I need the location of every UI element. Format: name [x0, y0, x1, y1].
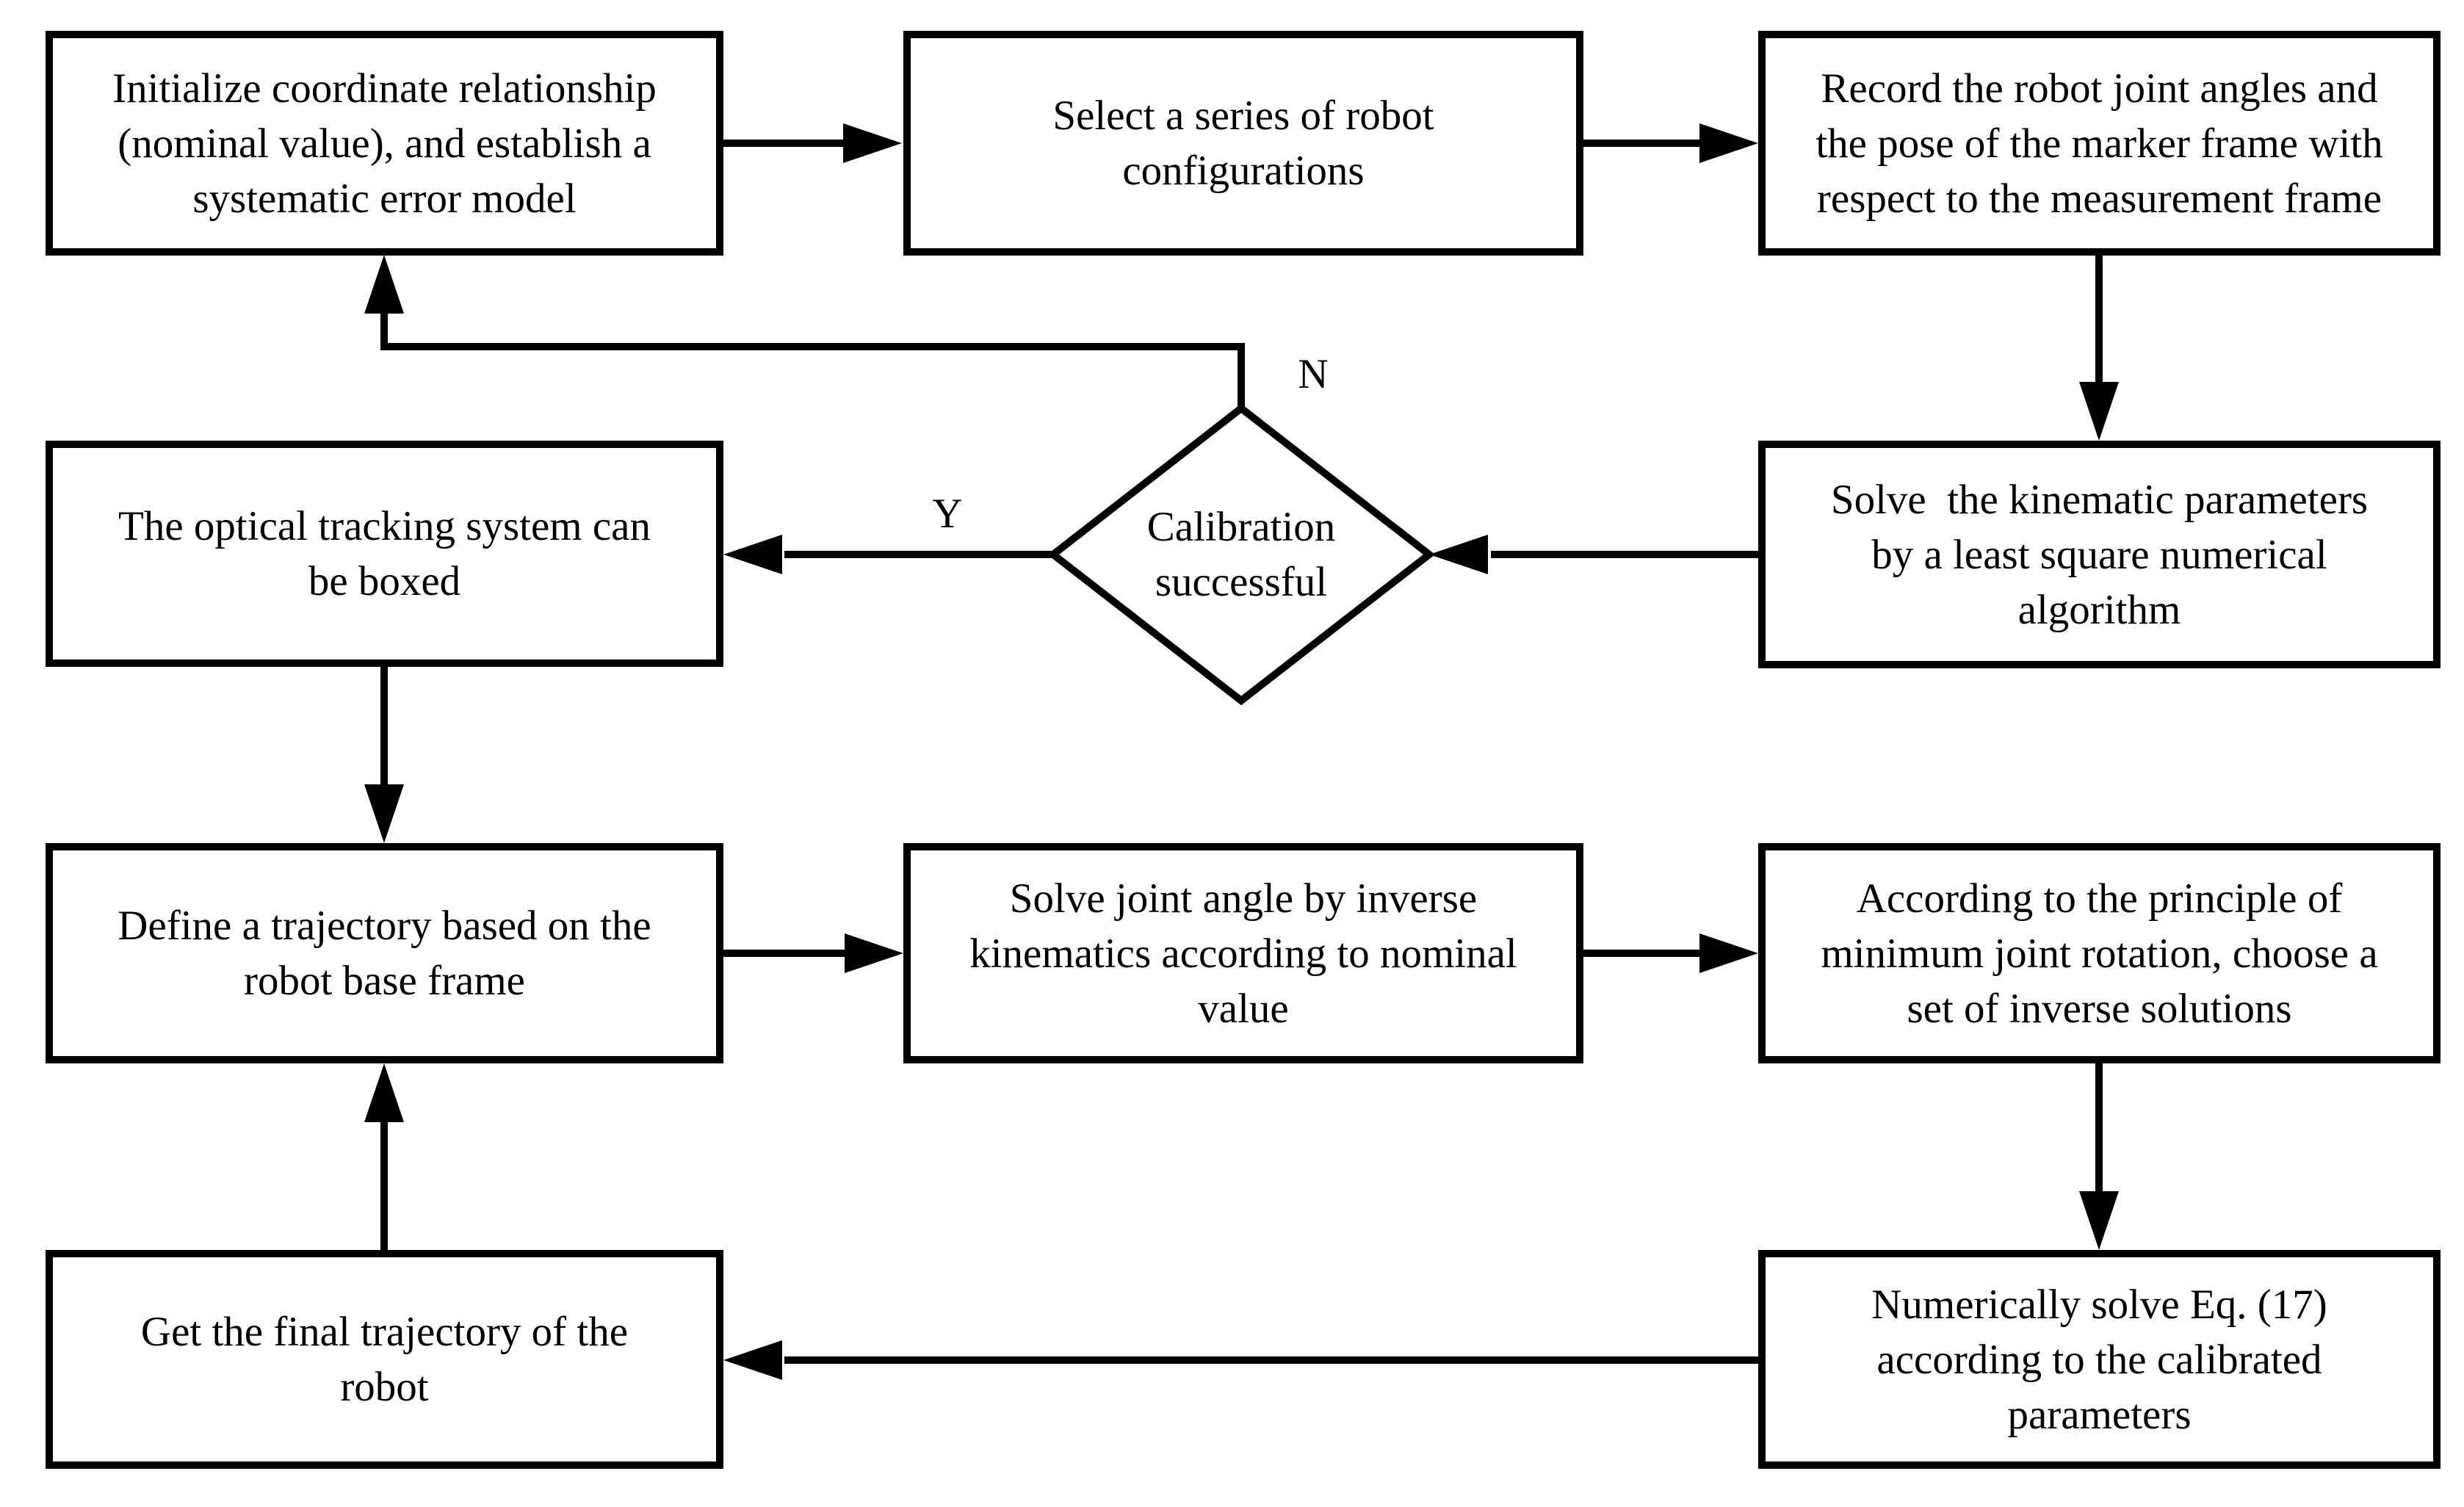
- node-solve-kinematic-parameters: Solve the kinematic parameters by a leas…: [1758, 441, 2440, 668]
- edge-init-to-select: [723, 123, 902, 163]
- node-select-configurations: Select a series of robot configurations: [903, 31, 1583, 256]
- node-record-joint-angles: Record the robot joint angles and the po…: [1758, 31, 2440, 256]
- edge-numeric-to-final: [723, 1340, 1758, 1380]
- decision-branch-label-no: N: [1298, 351, 1329, 397]
- node-initialize-error-model: Initialize coordinate relationship (nomi…: [46, 31, 723, 256]
- node-optical-tracking-boxed: The optical tracking system can be boxed: [46, 441, 723, 667]
- edge-boxed-to-trajectory: [364, 667, 404, 843]
- edge-record-to-solve-params: [2079, 255, 2119, 441]
- node-define-trajectory: Define a trajectory based on the robot b…: [46, 843, 723, 1063]
- node-numerically-solve-eq17: Numerically solve Eq. (17) according to …: [1758, 1250, 2440, 1469]
- edge-final-to-trajectory: [364, 1063, 404, 1250]
- decision-branch-label-yes: Y: [932, 491, 963, 537]
- decision-calibration-successful: Calibration successful: [1146, 504, 1336, 605]
- edge-solve-params-to-decision: [1429, 535, 1758, 574]
- node-solve-joint-angle-inverse: Solve joint angle by inverse kinematics …: [903, 843, 1583, 1063]
- edge-inverse-to-choose: [1583, 933, 1758, 973]
- edge-decision-no-to-init: [364, 255, 1245, 408]
- edge-decision-yes-to-boxed: [723, 535, 1053, 574]
- node-choose-inverse-solutions: According to the principle of minimum jo…: [1758, 843, 2440, 1063]
- edge-trajectory-to-inverse: [723, 933, 903, 973]
- decision-diamond-shape: [1047, 403, 1436, 706]
- edge-select-to-record: [1583, 123, 1758, 163]
- edge-choose-to-numeric: [2079, 1063, 2119, 1250]
- node-get-final-trajectory: Get the final trajectory of the robot: [46, 1250, 723, 1469]
